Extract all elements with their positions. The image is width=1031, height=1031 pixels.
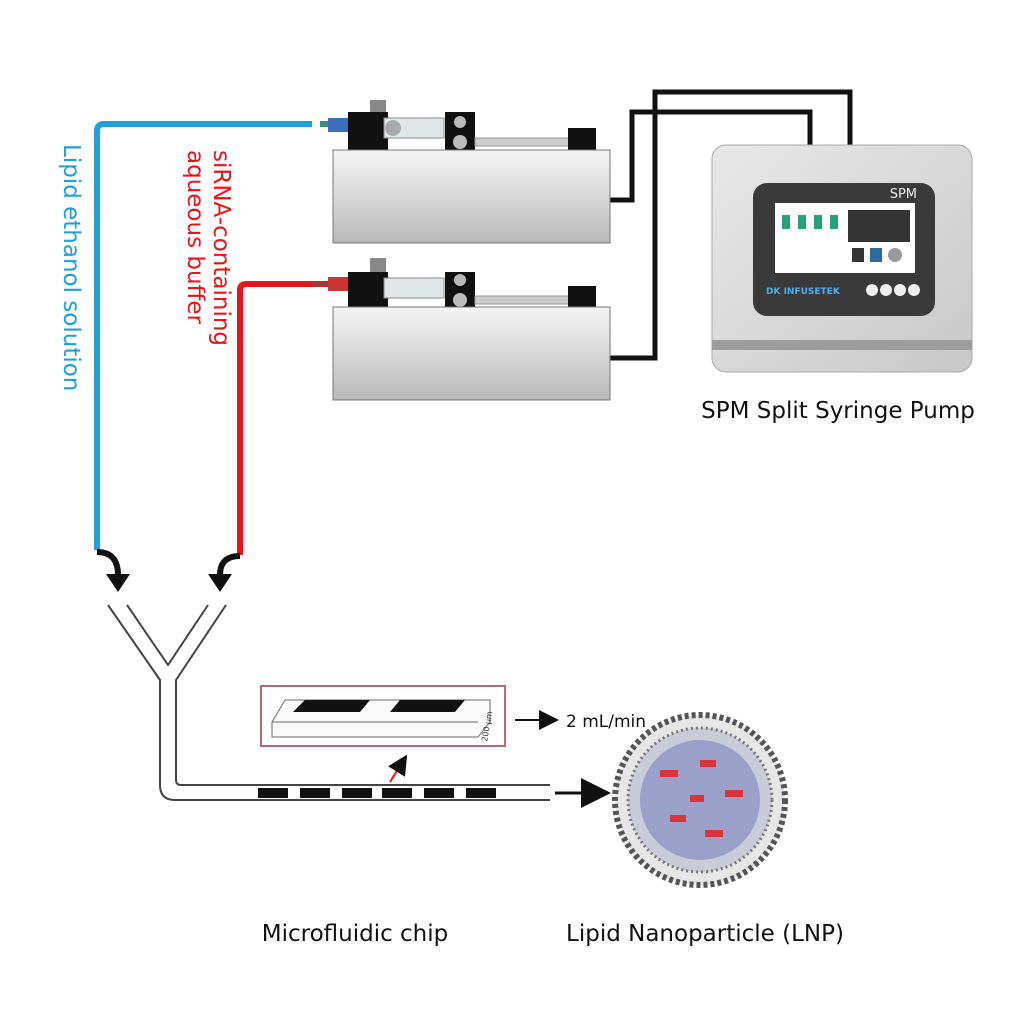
flow-rate-label: 2 mL/min — [566, 712, 646, 732]
brand-logo: DK INFUSETEK — [766, 287, 841, 297]
lipid-tubing — [94, 121, 312, 550]
pump-controller: SPM DK INFUSETEK — [711, 144, 973, 373]
mixing-chevrons — [258, 788, 496, 798]
lipid-label: Lipid ethanol solution — [58, 144, 84, 391]
syringe-pump-2 — [312, 258, 611, 401]
lipid-down-arrow — [96, 549, 130, 592]
sirna-down-arrow — [208, 553, 241, 592]
control-buttons — [866, 284, 920, 296]
chip-inset: 200 μm — [260, 685, 506, 747]
pump-label: SPM Split Syringe Pump — [701, 398, 975, 424]
device-model: SPM — [890, 187, 917, 202]
y-junction-channel — [107, 604, 550, 801]
zoom-arrow — [388, 754, 408, 783]
sirna-label-line1: siRNA-containing — [208, 150, 234, 346]
lnp-label: Lipid Nanoparticle (LNP) — [566, 921, 844, 947]
syringe-pump-1 — [320, 100, 611, 244]
chip-label: Microfluidic chip — [262, 921, 449, 947]
sirna-label-line2: aqueous buffer — [182, 150, 208, 325]
sirna-tubing — [237, 281, 320, 555]
lipid-nanoparticle — [612, 712, 788, 888]
pump-cables — [610, 89, 853, 361]
